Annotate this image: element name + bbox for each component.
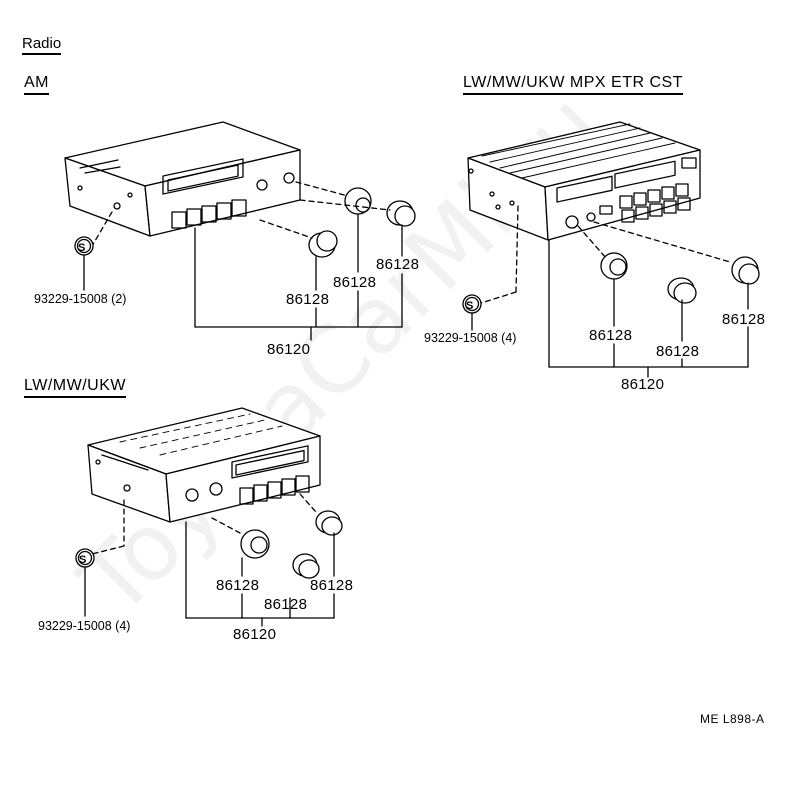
lw-section-header: LW/MW/UKW: [24, 378, 126, 398]
am-knob-right: [386, 200, 416, 227]
am-knob-middle: [344, 187, 372, 215]
mpx-screw-letter: S: [466, 300, 474, 312]
lw-knob-part-left: 86128: [216, 577, 260, 594]
lw-radio-unit: [87, 407, 321, 523]
lw-bolt-part-number: 93229-15008 (4): [38, 619, 131, 633]
am-bolt-part-number: 93229-15008 (2): [34, 292, 127, 306]
lw-knob-right: [315, 510, 343, 536]
am-assembly-part-number: 86120: [267, 341, 311, 358]
mpx-section-header: LW/MW/UKW MPX ETR CST: [463, 75, 683, 95]
mpx-knob-part-left: 86128: [589, 327, 633, 344]
am-preset-buttons: [171, 199, 247, 229]
mpx-bolt-part-number: 93229-15008 (4): [424, 331, 517, 345]
mpx-leader-lines: [471, 239, 749, 378]
am-screw-symbol: [74, 236, 94, 256]
mpx-assembly-part-number: 86120: [621, 376, 665, 393]
am-leader-lines: [83, 213, 403, 341]
lw-knob-middle: [292, 553, 320, 579]
lw-knob-left: [240, 529, 270, 559]
page-title: Radio: [22, 36, 62, 55]
mpx-radio-unit: [467, 121, 701, 241]
lw-knob-part-right: 86128: [310, 577, 354, 594]
am-knob-part-middle: 86128: [333, 274, 377, 291]
lw-preset-buttons: [239, 475, 310, 505]
am-dashed-leaders: [91, 181, 391, 247]
lw-dashed-leaders: [91, 493, 317, 555]
am-knob-left: [308, 230, 338, 258]
figure-code: ME L898-A: [700, 712, 765, 726]
am-knob-part-right: 86128: [376, 256, 420, 273]
am-radio-unit: [64, 121, 301, 237]
mpx-knob-part-right: 86128: [722, 311, 766, 328]
mpx-dashed-leaders: [477, 205, 731, 305]
lw-screw-letter: S: [79, 554, 87, 566]
lw-knob-part-middle: 86128: [264, 596, 308, 613]
mpx-knob-middle: [667, 277, 697, 304]
lw-assembly-part-number: 86120: [233, 626, 277, 643]
mpx-knob-right: [731, 256, 760, 285]
mpx-button-grid: [619, 157, 697, 223]
mpx-knob-part-middle: 86128: [656, 343, 700, 360]
am-knob-part-left: 86128: [286, 291, 330, 308]
am-section-header: AM: [24, 75, 49, 95]
mpx-screw-symbol: [462, 294, 482, 314]
lw-leader-lines: [84, 521, 335, 627]
am-screw-letter: S: [78, 242, 86, 254]
